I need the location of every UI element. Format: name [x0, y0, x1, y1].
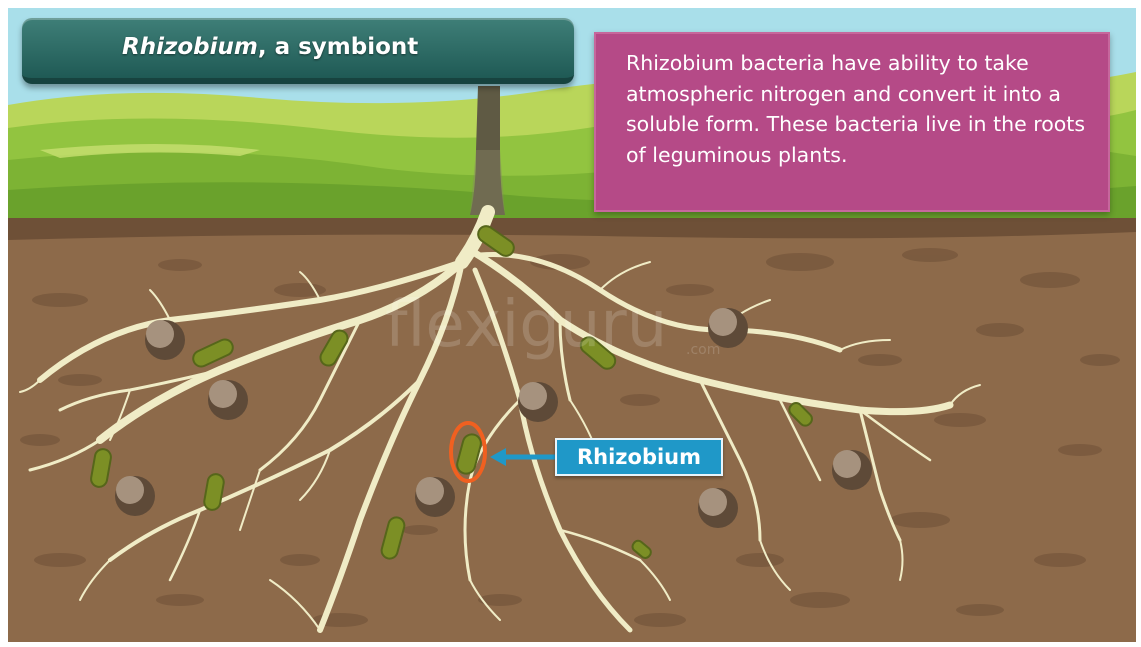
watermark: flexiguru — [385, 288, 667, 362]
info-box: Rhizobium bacteria have ability to take … — [594, 32, 1110, 212]
rhizobium-label: Rhizobium — [555, 438, 723, 476]
watermark-suffix: .com — [686, 342, 720, 358]
rhizobium-label-text: Rhizobium — [557, 440, 721, 474]
title-rest: , a symbiont — [258, 34, 418, 60]
title-italic-part: Rhizobium — [122, 34, 258, 60]
page-title: Rhizobium, a symbiont — [122, 34, 418, 60]
soil — [8, 218, 1136, 642]
title-banner: Rhizobium, a symbiont — [22, 18, 574, 84]
info-text: Rhizobium bacteria have ability to take … — [626, 48, 1096, 170]
